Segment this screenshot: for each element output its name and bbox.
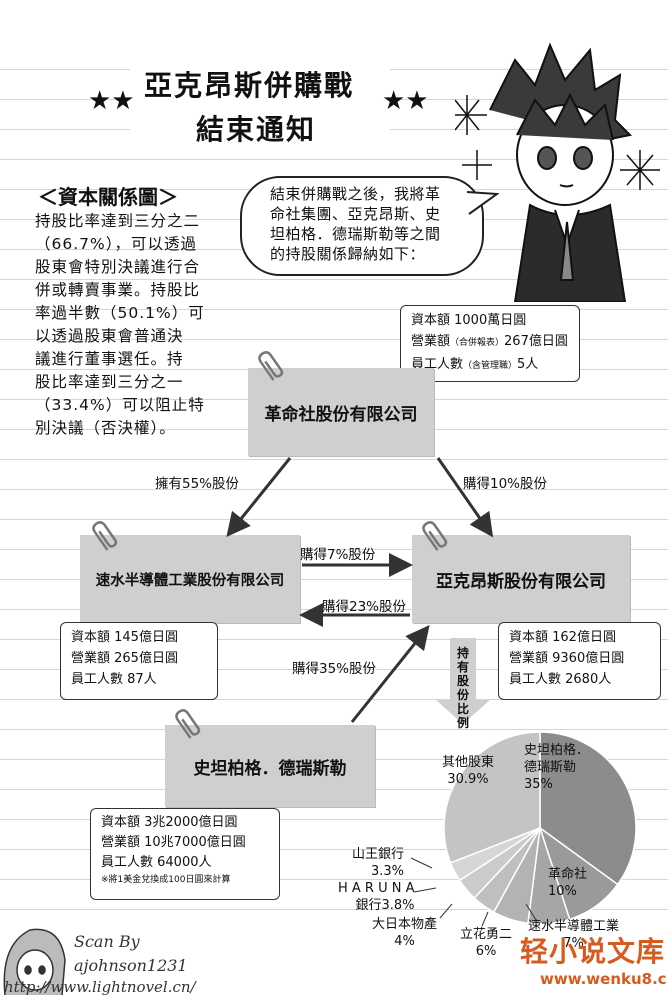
stein-company-box: 史坦柏格．德瑞斯勒 bbox=[165, 725, 375, 807]
paper-clip-icon bbox=[258, 351, 284, 381]
hayami-info-box: 資本額 145億日圓 營業額 265億日圓 員工人數 87人 bbox=[60, 622, 218, 700]
pie-caption-kakumei: 革命社 10% bbox=[548, 867, 588, 899]
source-url: http://www.lightnovel.cn/ bbox=[4, 978, 196, 996]
wenku8-logo: 轻小说文库 bbox=[520, 935, 666, 968]
paper-clip-icon bbox=[175, 709, 201, 739]
stein-info-box: 資本額 3兆2000億日圓 營業額 10兆7000億日圓 員工人數 64000人… bbox=[90, 808, 280, 900]
speech-bubble-text: 結束併購戰之後，我將革 命社集團、亞克昂斯、史 坦柏格．德瑞斯勒等之間 的持股關… bbox=[270, 185, 441, 263]
stein-employees: 員工人數 64000人 bbox=[101, 855, 212, 870]
character-illustration bbox=[455, 42, 660, 302]
hayami-company-box: 速水半導體工業股份有限公司 bbox=[80, 535, 300, 623]
arrow-label-acquired-10: 購得10%股份 bbox=[463, 476, 548, 492]
page-title-line1: 亞克昂斯併購戰 bbox=[144, 69, 355, 102]
arrow-kakumei-to-akeons bbox=[436, 457, 494, 538]
pie-caption-hayami: 速水半導體工業 7% bbox=[528, 919, 620, 951]
paper-clip-icon bbox=[92, 521, 118, 551]
hayami-employees: 員工人數 87人 bbox=[71, 672, 157, 687]
shareholding-ratio-label: 持 有 股 份 比 例 bbox=[456, 646, 469, 730]
pie-caption-stein: 史坦柏格． 德瑞斯勒 35% bbox=[524, 743, 590, 792]
stein-capital: 資本額 3兆2000億日圓 bbox=[101, 815, 238, 830]
stein-note: ※將1美金兌換成100日圓來計算 bbox=[101, 875, 231, 885]
wenku8-site: www.wenku8.cn bbox=[540, 970, 668, 988]
akeons-company-box: 亞克昂斯股份有限公司 bbox=[412, 535, 630, 623]
kakumei-revenue: 營業額（合併報表）267億日圓 bbox=[411, 334, 568, 349]
arrow-stein-to-akeons bbox=[350, 624, 430, 723]
pie-caption-tachibana: 立花勇二 6% bbox=[460, 927, 513, 959]
paper-clip-icon bbox=[422, 521, 448, 551]
anime-avatar-illustration bbox=[3, 928, 66, 996]
pie-caption-dainippon: 大日本物產 4% bbox=[372, 917, 438, 949]
arrow-label-acquired-35: 購得35%股份 bbox=[292, 661, 377, 677]
pie-down-arrow bbox=[436, 638, 490, 724]
page-title-line2: 結束通知 bbox=[196, 113, 317, 146]
shareholder-pie-chart bbox=[443, 731, 637, 925]
pie-caption-haruna: H A R U N A 銀行3.8% bbox=[338, 881, 415, 913]
arrow-label-acquired-7: 購得7%股份 bbox=[300, 547, 376, 563]
akeons-revenue: 營業額 9360億日圓 bbox=[509, 651, 625, 666]
arrow-label-acquired-23: 購得23%股份 bbox=[322, 599, 407, 615]
hayami-revenue: 營業額 265億日圓 bbox=[71, 651, 178, 666]
akeons-info-box: 資本額 162億日圓 營業額 9360億日圓 員工人數 2680人 bbox=[498, 622, 661, 700]
stein-revenue: 營業額 10兆7000億日圓 bbox=[101, 835, 246, 850]
capital-relation-heading: ＜資本關係圖＞ bbox=[38, 185, 178, 209]
speech-bubble-tail bbox=[466, 191, 499, 215]
scan-credit-label: Scan By bbox=[74, 932, 140, 951]
akeons-capital: 資本額 162億日圓 bbox=[509, 630, 616, 645]
pie-slice-0 bbox=[539, 731, 637, 886]
star-decoration-right: ★★ bbox=[382, 86, 429, 116]
kakumei-company-box: 革命社股份有限公司 bbox=[248, 368, 434, 456]
scan-credit-user: ajohnson1231 bbox=[74, 956, 188, 975]
star-decoration-left: ★★ bbox=[88, 86, 135, 116]
pie-caption-sanno: 山王銀行 3.3% bbox=[352, 847, 405, 879]
capital-relation-description: 持股比率達到三分之二 （66.7%），可以透過 股東會特別決議進行合 併或轉賣事… bbox=[35, 212, 205, 437]
kakumei-capital: 資本額 1000萬日圓 bbox=[411, 313, 527, 328]
hayami-capital: 資本額 145億日圓 bbox=[71, 630, 178, 645]
akeons-employees: 員工人數 2680人 bbox=[509, 672, 612, 687]
title-box bbox=[130, 58, 390, 158]
arrow-kakumei-to-hayami bbox=[226, 457, 292, 538]
pie-caption-other: 其他股東 30.9% bbox=[442, 755, 495, 787]
pie-slice-7 bbox=[443, 731, 541, 864]
speech-bubble bbox=[240, 176, 484, 276]
arrow-label-owns-55: 擁有55%股份 bbox=[155, 476, 240, 492]
